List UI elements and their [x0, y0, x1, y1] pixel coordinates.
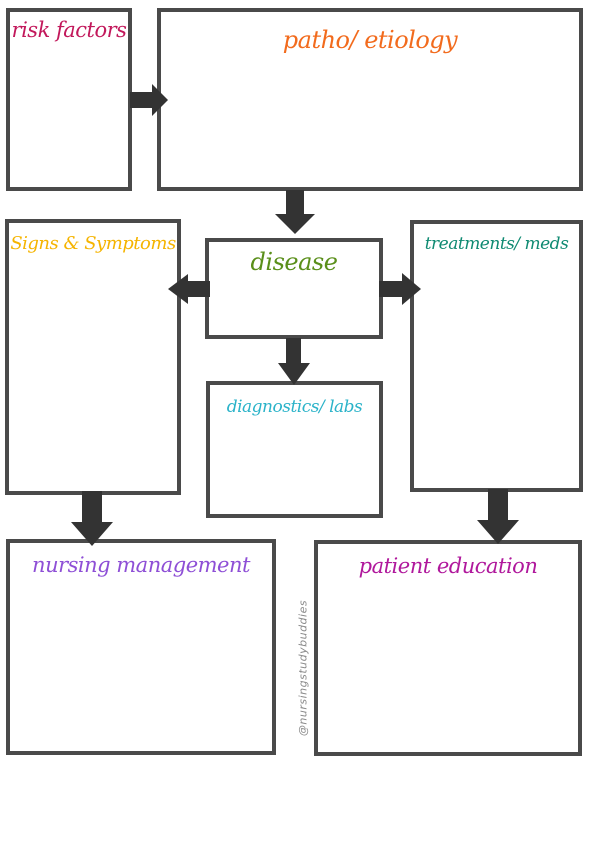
diagnostics-labs-title: diagnostics/ labs — [226, 397, 363, 417]
signs-symptoms-title: Signs & Symptoms — [10, 233, 176, 254]
patient-education-title: patient education — [358, 554, 538, 578]
arrow-patho-to-disease — [275, 190, 315, 234]
patho-etiology-title: patho/ etiology — [282, 26, 458, 54]
treatments-meds-box: treatments/ meds — [410, 220, 583, 492]
arrow-signs-to-nursing — [71, 491, 113, 546]
nursing-management-title: nursing management — [32, 553, 250, 577]
risk-factors-title: risk factors — [11, 18, 127, 42]
diagnostics-labs-box: diagnostics/ labs — [206, 381, 383, 518]
arrow-disease-to-treatments — [379, 273, 421, 305]
arrow-risk-to-patho — [130, 84, 168, 116]
risk-factors-box: risk factors — [6, 8, 132, 191]
arrow-treatments-to-education — [477, 489, 519, 544]
patho-etiology-box: patho/ etiology — [157, 8, 583, 191]
treatments-meds-title: treatments/ meds — [424, 234, 569, 254]
signs-symptoms-box: Signs & Symptoms — [5, 219, 181, 495]
patient-education-box: patient education — [314, 540, 582, 756]
arrow-disease-to-signs — [168, 274, 210, 304]
watermark-text: @nursingstudybuddies — [296, 599, 310, 737]
nursing-management-box: nursing management — [6, 539, 276, 755]
disease-title: disease — [250, 248, 338, 276]
arrow-disease-to-diagnostics — [278, 338, 310, 385]
